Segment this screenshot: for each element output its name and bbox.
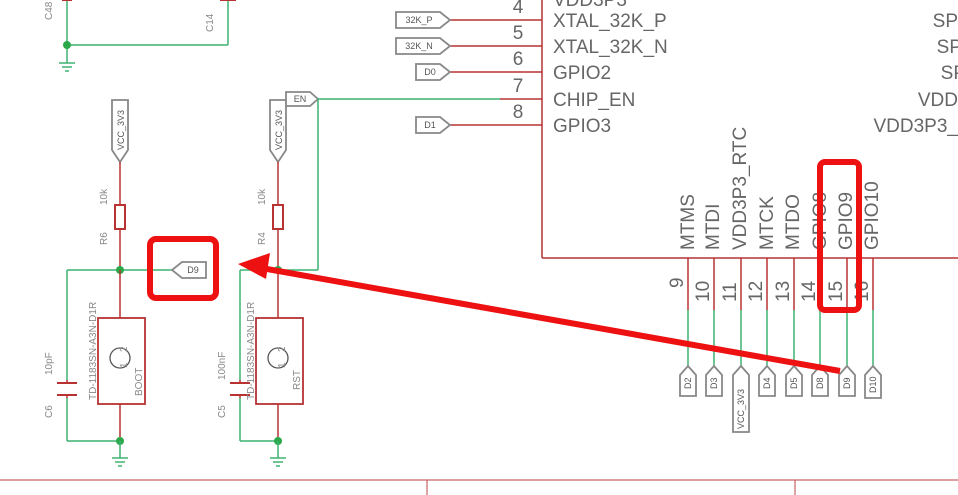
pin-number: 13	[773, 281, 794, 302]
pin-name: GPIO9	[836, 192, 857, 250]
pin-number: 4	[513, 0, 524, 18]
pin-name: XTAL_32K_N	[553, 37, 668, 58]
cap-value: 100nF	[217, 352, 228, 380]
chip-pin-8: 8 GPIO3	[450, 102, 611, 137]
junction-dot	[63, 41, 71, 49]
cap-ref-c14: C14	[205, 13, 216, 32]
reset-circuit: VCC_3V3 10k R4 EN 100nF C5 TD-1183SN-A3N…	[217, 91, 500, 467]
switch-part: TD-1183SN-A3N-D1R	[88, 302, 99, 400]
net-tag-label: EN	[294, 94, 307, 104]
pin-number: 10	[693, 281, 714, 302]
chip-right-pin-partial: VDD	[918, 90, 958, 111]
pin-number: 11	[720, 282, 741, 302]
switch-pin-2: 2	[277, 346, 288, 352]
pin-number: 14	[799, 280, 820, 302]
pin-name: CHIP_EN	[553, 90, 635, 111]
switch-label: BOOT	[134, 368, 145, 396]
chip-right-pin-partial: SP	[933, 11, 958, 32]
net-tag-d10: D10	[868, 376, 878, 393]
resistor-value: 10k	[99, 188, 110, 205]
chip-right-pin-partial: VDD3P3_	[874, 116, 958, 137]
switch-part: TD-1183SN-A3N-D1R	[246, 302, 257, 400]
chip-bottom-net-tags: D2 D3 VCC_3V3 D4 D5 D8 D9 D10	[679, 364, 882, 433]
net-tag-32k-n: 32K_N	[405, 41, 433, 51]
resistor-r6	[114, 204, 126, 230]
pin-number: 7	[513, 76, 524, 97]
pin-name: GPIO10	[862, 181, 883, 250]
pin-name: MTCK	[757, 196, 778, 250]
pin-number: 9	[667, 277, 688, 288]
supply-label: VCC_3V3	[274, 110, 284, 150]
cap-ref-c48: C48	[44, 1, 55, 20]
chip-bottom-pins: MTMS MTDI VDD3P3_RTC MTCK MTDO GPIO8 GPI…	[667, 127, 883, 310]
chip-pin-6: 6 GPIO2	[450, 49, 611, 84]
highlight-box-d9	[147, 236, 219, 301]
pin-name: GPIO2	[553, 63, 611, 84]
vcc-supply-tag	[111, 99, 129, 164]
cap-ref: C5	[217, 405, 228, 418]
net-tag-d0: D0	[424, 67, 436, 77]
highlight-box-gpio9	[817, 159, 862, 313]
net-tag-d4: D4	[762, 377, 772, 389]
pin-name: MTMS	[678, 194, 699, 250]
net-tag-32k-p: 32K_P	[405, 15, 432, 25]
reset-switch	[255, 317, 304, 405]
chip-pin-7: 7 CHIP_EN	[500, 76, 635, 111]
ground-symbol	[112, 457, 128, 467]
pin-name: VDD3P3_RTC	[730, 127, 751, 250]
pin-number: 6	[513, 49, 524, 70]
switch-actuator-icon	[109, 347, 131, 369]
ground-symbol	[270, 457, 286, 467]
sheet-frame	[0, 479, 958, 495]
pin-number: 12	[746, 281, 767, 302]
pin-number: 8	[513, 102, 524, 123]
switch-actuator-icon	[267, 347, 289, 369]
arrow-head-icon	[238, 253, 270, 279]
switch-pin-1: 1	[277, 362, 288, 368]
switch-pin-2: 2	[119, 346, 130, 352]
pin-name: MTDI	[703, 204, 724, 250]
net-tag-d9: D9	[842, 377, 852, 389]
switch-pin-1: 1	[119, 362, 130, 368]
chip-partial-pin-name: VDD3P3	[553, 0, 627, 11]
net-tag-d2: D2	[683, 377, 693, 389]
top-capacitor-group: C48 C14	[44, 0, 236, 72]
pin-number: 16	[852, 281, 873, 302]
resistor-value: 10k	[257, 188, 268, 205]
net-tag-en	[285, 91, 320, 107]
switch-label: RST	[292, 370, 303, 390]
resistor-ref: R4	[257, 232, 268, 245]
net-tag-d8: D8	[815, 377, 825, 389]
net-tag-label: D9	[187, 265, 199, 275]
cap-ref: C6	[44, 405, 55, 418]
chip-left-net-tags: 32K_P 32K_N D0 D1	[395, 11, 452, 134]
boot-switch	[97, 317, 146, 405]
annotation-overlay	[147, 159, 862, 374]
net-tag-d3: D3	[709, 377, 719, 389]
vcc-supply-tag	[269, 99, 287, 164]
net-tag-d1: D1	[424, 120, 436, 130]
pin-number: 15	[826, 281, 847, 302]
chip-pin-5: 5 XTAL_32K_N	[450, 23, 668, 58]
annotation-arrow-line	[249, 263, 841, 374]
pin-name: XTAL_32K_P	[553, 11, 667, 32]
net-tag-d5: D5	[789, 377, 799, 389]
boot-circuit: VCC_3V3 10k R6 D9 10pF C6 TD-1183SN-A3N-…	[44, 99, 207, 467]
ground-symbol	[59, 62, 75, 72]
supply-label: VCC_3V3	[116, 110, 126, 150]
net-tag-vcc-3v3: VCC_3V3	[736, 389, 746, 429]
chip-right-pin-partial: SP	[937, 37, 958, 58]
net-tag-d9-boot	[170, 261, 207, 279]
resistor-ref: R6	[99, 232, 110, 245]
chip-right-pin-partial: SP	[941, 63, 958, 84]
chip-pin-4: 4 XTAL_32K_P	[450, 0, 667, 32]
pin-number: 5	[513, 23, 524, 44]
pin-name: GPIO3	[553, 116, 611, 137]
chip-symbol: VDD3P3 4 XTAL_32K_P 5 XTAL_32K_N 6 GPIO2…	[450, 0, 958, 367]
resistor-r4	[272, 204, 284, 230]
cap-value: 10pF	[44, 352, 55, 375]
pin-name: MTDO	[783, 194, 804, 250]
